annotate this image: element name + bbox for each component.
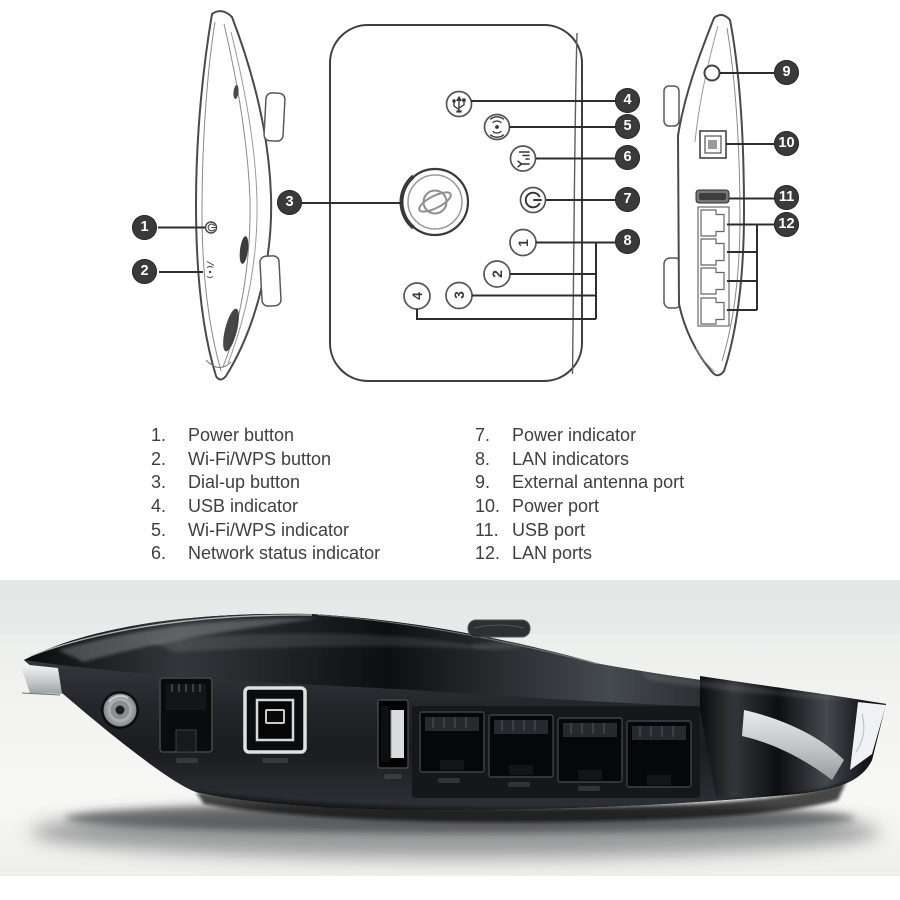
usb-icon bbox=[452, 95, 466, 113]
legend-item-number: 12. bbox=[475, 543, 501, 564]
legend-item-label: Network status indicator bbox=[188, 543, 381, 564]
power-icon bbox=[207, 223, 216, 232]
legend-item-label: Power indicator bbox=[512, 425, 637, 445]
legend-item-number: 6. bbox=[151, 543, 167, 564]
legend-item-label: Wi-Fi/WPS indicator bbox=[188, 519, 350, 540]
lan-ports-drawing bbox=[697, 206, 730, 327]
rear-panel-photo bbox=[0, 580, 900, 876]
power-port-drawing bbox=[699, 130, 727, 159]
dial-up-button-drawing bbox=[399, 167, 470, 237]
lan-led-1-label: 1 bbox=[515, 239, 531, 247]
legend-item-2: 2. Wi-Fi/WPS button bbox=[151, 448, 380, 472]
legend-item-10: 10. Power port bbox=[475, 495, 684, 519]
photo-lan-port-2 bbox=[488, 714, 554, 778]
callout-4-badge: 4 bbox=[615, 88, 640, 113]
silver-foot-left bbox=[20, 664, 62, 694]
faint-logo-print bbox=[471, 642, 523, 650]
legend-item-number: 4. bbox=[151, 496, 167, 517]
legend-item-label: Power port bbox=[512, 496, 600, 517]
legend-item-number: 5. bbox=[151, 519, 167, 540]
legend-item-8: 8. LAN indicators bbox=[475, 448, 684, 472]
legend-item-number: 1. bbox=[151, 425, 167, 445]
device-line-diagrams bbox=[158, 10, 774, 382]
legend-item-label: USB port bbox=[512, 519, 586, 540]
callout-11-badge: 11 bbox=[774, 185, 799, 210]
legend-item-number: 2. bbox=[151, 448, 167, 469]
photo-power-port bbox=[243, 686, 307, 754]
lan-led-3-label: 3 bbox=[451, 291, 467, 299]
legend-item-label: USB indicator bbox=[188, 496, 299, 517]
photo-usb-port bbox=[377, 699, 409, 769]
legend-item-label: LAN ports bbox=[512, 543, 593, 564]
top-button-hint bbox=[467, 619, 531, 638]
wifi-wps-button-mark bbox=[206, 261, 215, 278]
stand-foot bbox=[663, 85, 680, 127]
legend-item-label: Power button bbox=[188, 425, 295, 445]
legend-item-12: 12. LAN ports bbox=[475, 542, 684, 566]
photo-rj11-port bbox=[159, 677, 213, 753]
photo-lan-port-4 bbox=[626, 720, 692, 788]
legend-item-number: 9. bbox=[475, 472, 491, 493]
legend-item-4: 4. USB indicator bbox=[151, 495, 380, 519]
legend-item-number: 3. bbox=[151, 472, 167, 493]
legend-column-left: 1. Power button 2. Wi-Fi/WPS button 3. Dial… bbox=[151, 424, 380, 566]
power-button-drawing bbox=[204, 221, 218, 234]
faint-port-labels bbox=[176, 758, 600, 791]
antenna-port-drawing bbox=[703, 64, 721, 82]
photo-lan-port-1 bbox=[419, 711, 485, 773]
callout-6-badge: 6 bbox=[615, 145, 640, 170]
photo-lan-port-3 bbox=[557, 717, 623, 783]
callout-3-badge: 3 bbox=[277, 190, 302, 215]
callout-8-badge: 8 bbox=[615, 229, 640, 254]
network-status-indicator-circle bbox=[509, 145, 537, 172]
legend-item-number: 7. bbox=[475, 425, 491, 445]
legend-item-number: 8. bbox=[475, 448, 491, 469]
callout-9-badge: 9 bbox=[774, 60, 799, 85]
legend-item-label: LAN indicators bbox=[512, 448, 630, 469]
globe-icon bbox=[418, 189, 452, 215]
callout-1-badge: 1 bbox=[132, 215, 157, 240]
silver-edge-right bbox=[850, 702, 886, 770]
legend-item-label: Wi-Fi/WPS button bbox=[188, 448, 332, 469]
callout-5-badge: 5 bbox=[615, 114, 640, 139]
stand-foot bbox=[263, 92, 286, 142]
legend-column-right: 7. Power indicator 8. LAN indicators 9. Ext… bbox=[475, 424, 684, 566]
lan-led-2-label: 2 bbox=[489, 270, 505, 278]
callout-7-badge: 7 bbox=[615, 187, 640, 212]
signal-bars-icon bbox=[517, 151, 530, 168]
legend-item-6: 6. Network status indicator bbox=[151, 542, 380, 566]
callout-lines bbox=[158, 72, 774, 320]
legend-item-9: 9. External antenna port bbox=[475, 471, 684, 495]
power-icon bbox=[524, 191, 542, 209]
legend-item-5: 5. Wi-Fi/WPS indicator bbox=[151, 519, 380, 543]
legend-item-label: Dial-up button bbox=[188, 472, 301, 493]
wifi-signal-icon bbox=[489, 116, 505, 138]
front-view bbox=[329, 24, 583, 382]
legend-item-7: 7. Power indicator bbox=[475, 424, 684, 448]
power-indicator-circle bbox=[519, 186, 547, 214]
silver-foot-right bbox=[742, 710, 844, 780]
callout-12-badge: 12 bbox=[774, 212, 799, 237]
legend-item-number: 11. bbox=[475, 519, 499, 540]
legend-item-11: 11. USB port bbox=[475, 519, 684, 543]
stand-foot bbox=[259, 255, 282, 307]
legend-item-3: 3. Dial-up button bbox=[151, 471, 380, 495]
callout-10-badge: 10 bbox=[774, 131, 799, 156]
legend-item-label: External antenna port bbox=[512, 472, 685, 493]
usb-port-drawing bbox=[695, 189, 730, 204]
lan-led-4-label: 4 bbox=[409, 292, 425, 300]
legend-item-number: 10. bbox=[475, 496, 501, 517]
side-view-left bbox=[194, 10, 286, 381]
callout-2-badge: 2 bbox=[132, 259, 157, 284]
legend-item-1: 1. Power button bbox=[151, 424, 380, 448]
side-view-right bbox=[663, 14, 746, 377]
photo-antenna-connector bbox=[101, 691, 139, 729]
photo-lan-ports bbox=[412, 706, 700, 798]
